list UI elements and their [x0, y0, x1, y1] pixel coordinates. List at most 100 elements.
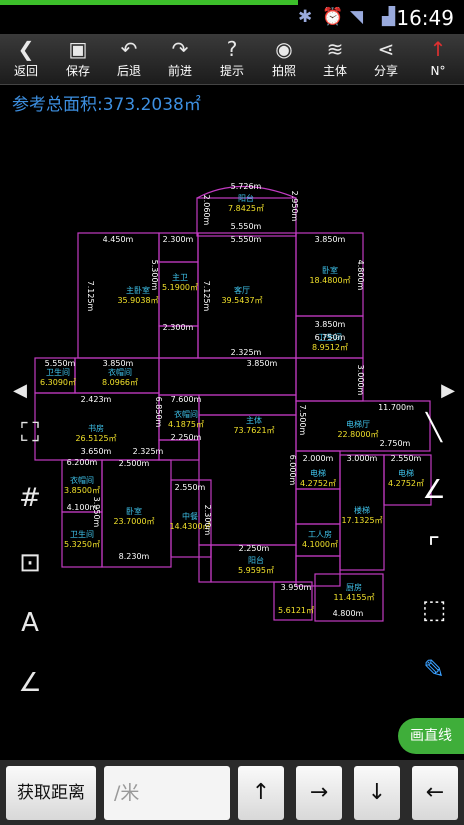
status-bar: ✱ ⏰ ◥ ▟ 16:49 [0, 0, 464, 34]
angle-icon[interactable]: ∠ [18, 668, 42, 698]
move-left-button[interactable]: ← [412, 766, 458, 820]
wall-outline [273, 581, 313, 621]
floor-plan[interactable]: 阳台7.8425㎡主卫5.1900㎡主卧室35.9038㎡客厅39.5437㎡卧… [0, 170, 464, 640]
dimension-label: 4.100m [67, 503, 98, 512]
compass-icon: ↑ [429, 37, 447, 61]
dimension-label: 2.300m [163, 323, 194, 332]
dimension-label: 4.800m [333, 609, 364, 618]
room-name: 衣帽间 [70, 475, 94, 485]
room-name: 卧室 [126, 506, 142, 516]
bluetooth-icon: ✱ [298, 7, 313, 27]
line-tool-icon[interactable]: ╲ [426, 413, 442, 443]
dimension-label: 7.125m [202, 281, 211, 312]
undo-icon: ↶ [120, 37, 138, 61]
dimension-label: 2.250m [171, 433, 202, 442]
toolbar-compass-button[interactable]: ↑N° [412, 34, 464, 84]
camera-icon: ◉ [275, 37, 293, 61]
wall-outline [295, 555, 341, 587]
get-distance-button[interactable]: 获取距离 [6, 766, 96, 820]
dimension-label: 5.300m [150, 260, 159, 291]
dimension-label: 6.850m [154, 397, 163, 428]
room-area: 4.1000㎡ [302, 540, 338, 549]
room-area: 8.0966㎡ [102, 378, 138, 387]
toolbar-undo-button[interactable]: ↶后退 [103, 34, 155, 84]
room-area: 6.3090㎡ [40, 378, 76, 387]
room-name: 主卫 [172, 272, 188, 282]
freehand-icon[interactable]: ✎ [423, 655, 445, 685]
move-up-button[interactable]: ↑ [238, 766, 284, 820]
clock: 16:49 [396, 6, 454, 30]
wall-outline [198, 544, 212, 583]
balcony-arc [196, 185, 297, 199]
grid-icon[interactable]: # [19, 483, 41, 513]
dimension-label: 5.726m [231, 182, 262, 191]
toolbar-save-button[interactable]: ▣保存 [52, 34, 104, 84]
dimension-label: 5.550m [231, 222, 262, 231]
toolbar-camera-button[interactable]: ◉拍照 [258, 34, 310, 84]
toolbar: ❮返回▣保存↶后退 ↷ 前进 ?提示◉拍照≋主体⋖分享↑N° [0, 34, 464, 85]
move-right-button[interactable]: → [296, 766, 342, 820]
toolbar-label: 保存 [65, 64, 90, 78]
move-down-button[interactable]: ↓ [354, 766, 400, 820]
toolbar-share-button[interactable]: ⋖分享 [360, 34, 412, 84]
toolbar-label: 前进 [167, 64, 192, 78]
room-name: 电梯 [398, 468, 414, 478]
fit-screen-icon[interactable]: ⛶ [20, 418, 40, 448]
room-area: 23.7000㎡ [113, 517, 154, 526]
dimension-label: 3.850m [247, 359, 278, 368]
zoom-icon[interactable]: ⊡ [19, 548, 41, 578]
rect-tool-icon[interactable]: ⬚ [421, 595, 447, 625]
room-name: 客厅 [234, 285, 250, 295]
dimension-label: 2.550m [391, 454, 422, 463]
arc-tool-icon[interactable]: ∠ [422, 475, 446, 505]
draw-line-button[interactable]: 画直线 [398, 718, 464, 754]
toolbar-redo-button[interactable]: ↷ 前进 [154, 34, 206, 84]
dimension-label: 5.550m [45, 359, 76, 368]
progress-bar [0, 0, 298, 5]
text-pen-icon[interactable]: A [21, 608, 39, 638]
arrow-left-icon[interactable]: ◀ [13, 380, 27, 401]
rect-corner-icon[interactable]: ⌜ [427, 533, 441, 563]
room-area: 39.5437㎡ [221, 296, 262, 305]
dimension-label: 7.500m [298, 405, 307, 436]
room-label: 主卫5.1900㎡ [162, 272, 198, 292]
wall-outline [198, 394, 297, 416]
room-labels: 阳台7.8425㎡主卫5.1900㎡主卧室35.9038㎡客厅39.5437㎡卧… [40, 193, 424, 615]
dimension-label: 4.800m [356, 260, 365, 291]
room-name: 电梯 [310, 468, 326, 478]
dimension-label: 2.300m [163, 235, 194, 244]
help-icon: ? [226, 37, 238, 61]
dimension-label: 3.650m [81, 447, 112, 456]
dimension-label: 2.325m [133, 447, 164, 456]
room-area: 7.8425㎡ [228, 204, 264, 213]
toolbar-help-button[interactable]: ?提示 [206, 34, 258, 84]
redo-icon: ↷ [171, 37, 189, 61]
room-area: 5.9595㎡ [238, 566, 274, 575]
distance-input[interactable]: /米 [104, 766, 230, 820]
dimension-label: 3.850m [103, 359, 134, 368]
dimension-label: 3.850m [315, 320, 346, 329]
toolbar-layers-button[interactable]: ≋主体 [309, 34, 361, 84]
room-area: 22.8000㎡ [337, 430, 378, 439]
room-area: 8.9512㎡ [312, 343, 348, 352]
wall-outline [158, 439, 200, 461]
dimension-label: 5.550m [231, 235, 262, 244]
toolbar-label: 主体 [322, 64, 347, 78]
arrow-right-icon[interactable]: ▶ [441, 380, 455, 401]
dimension-label: 2.750m [380, 439, 411, 448]
wall-outline [314, 573, 384, 622]
dimension-label: 3.950m [281, 583, 312, 592]
toolbar-back-button[interactable]: ❮返回 [0, 34, 52, 84]
room-name: 厨房 [346, 582, 362, 592]
room-area: 26.5125㎡ [75, 434, 116, 443]
room-name: 卫生间 [318, 332, 342, 342]
room-area: 14.4300㎡ [169, 522, 210, 531]
